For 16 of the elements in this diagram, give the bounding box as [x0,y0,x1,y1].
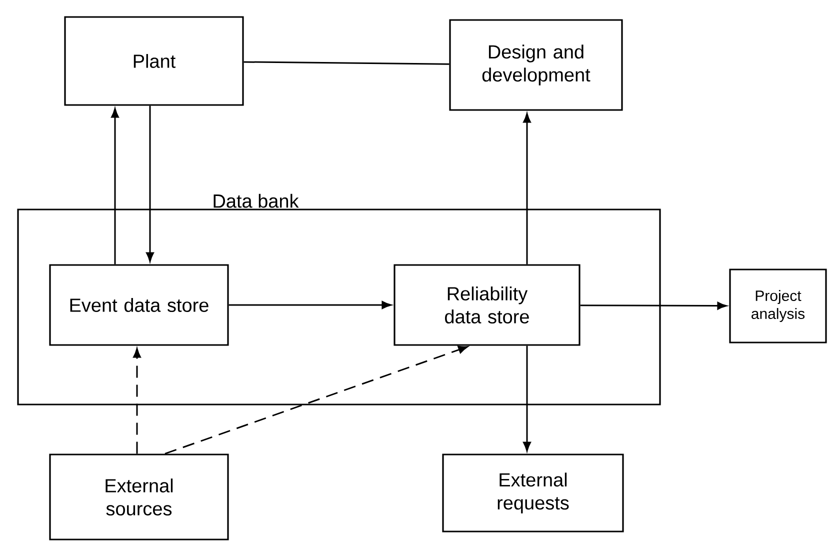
frame-heading: Data bank [214,194,299,208]
arrow [146,106,154,262]
arrow [133,348,141,454]
arrow [523,113,531,264]
arrow [228,301,392,309]
process-box: Reliability data store [394,264,580,346]
process-box: Design and development [449,19,623,111]
arrow [111,108,119,264]
process-box: Project analysis [729,268,827,344]
arrow [580,302,727,310]
arrow [523,346,531,452]
process-box: Event data store [49,264,229,346]
process-box: External requests [442,454,624,532]
arrow [164,346,468,454]
process-box: External sources [49,454,229,540]
process-box: Plant [64,16,244,106]
